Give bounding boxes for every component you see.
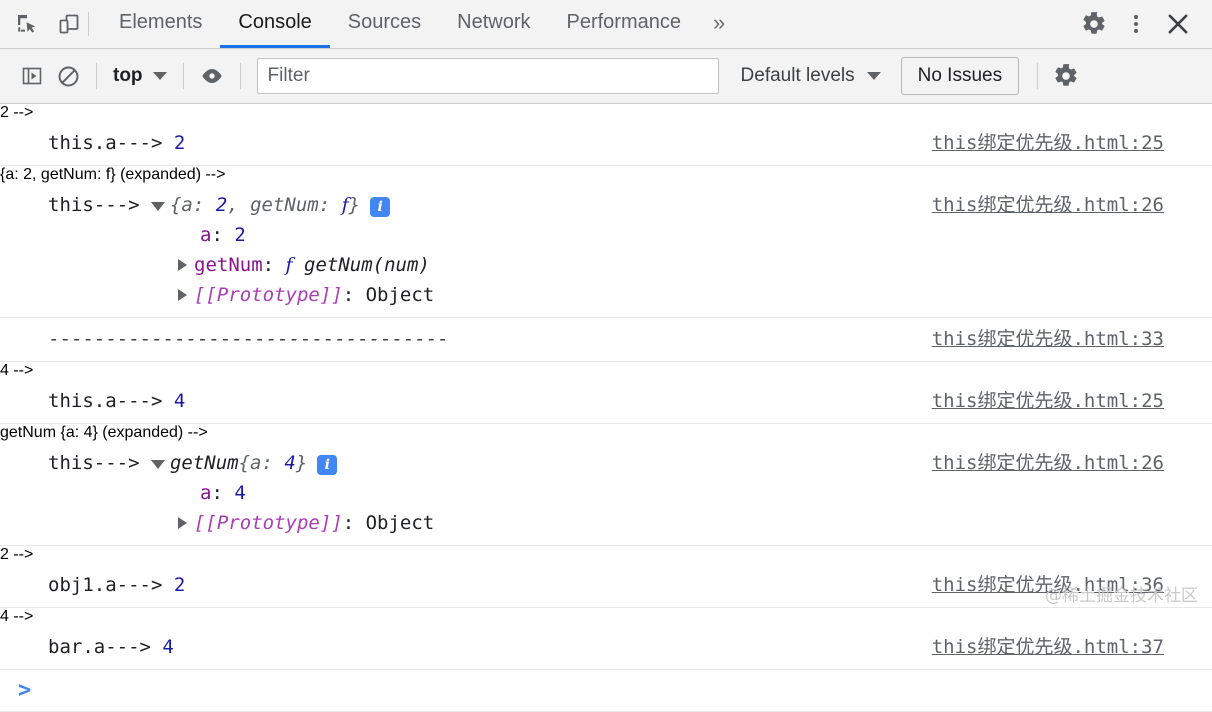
close-icon[interactable] — [1158, 4, 1198, 44]
preview-value: f — [342, 194, 349, 216]
console-sidebar-toggle-icon[interactable] — [14, 58, 50, 94]
expand-toggle-icon[interactable] — [151, 202, 165, 211]
message-value: 2 — [174, 132, 185, 154]
log-levels-selector[interactable]: Default levels — [741, 65, 881, 87]
console-message[interactable]: obj1.a---> 2 this绑定优先级.html:36 — [0, 564, 1212, 608]
device-toolbar-icon[interactable] — [56, 11, 82, 37]
more-options-icon[interactable] — [1116, 4, 1156, 44]
source-link[interactable]: this绑定优先级.html:33 — [932, 324, 1164, 354]
message-text: ----------------------------------- — [48, 328, 448, 350]
toolbar-divider-1 — [96, 63, 97, 89]
console-message[interactable]: ----------------------------------- this… — [0, 318, 1212, 362]
issues-label: No Issues — [918, 65, 1002, 87]
tab-sources[interactable]: Sources — [330, 0, 439, 48]
property-name: a — [200, 224, 211, 246]
message-text: this.a---> — [48, 132, 174, 154]
issues-button[interactable]: No Issues — [901, 57, 1019, 95]
message-text: obj1.a---> — [48, 574, 174, 596]
toolbar-divider-4 — [1037, 63, 1038, 89]
tab-network[interactable]: Network — [439, 0, 548, 48]
object-property-row[interactable]: [[Prototype]]: Object — [48, 280, 1212, 310]
property-name: [[Prototype]] — [194, 512, 343, 534]
console-toolbar: top Default levels No Issues — [0, 49, 1212, 104]
gear-icon[interactable] — [1074, 4, 1114, 44]
message-value: 2 — [174, 574, 185, 596]
object-property-row[interactable]: [[Prototype]]: Object — [48, 508, 1212, 538]
expand-toggle-icon[interactable] — [151, 460, 165, 469]
console-message-list: 2 --> this.a---> 2 this绑定优先级.html:25 {a:… — [0, 104, 1212, 712]
source-link[interactable]: this绑定优先级.html:26 — [932, 190, 1164, 220]
property-name: a — [200, 482, 211, 504]
info-badge-icon[interactable]: i — [370, 197, 390, 217]
message-value: 4 — [174, 390, 185, 412]
preview-value: 2 — [216, 194, 227, 216]
property-name: [[Prototype]] — [194, 284, 343, 306]
message-text: this.a---> — [48, 390, 174, 412]
info-badge-icon[interactable]: i — [317, 455, 337, 475]
message-text: bar.a---> — [48, 636, 162, 658]
live-expression-eye-icon[interactable] — [194, 58, 230, 94]
object-property-row[interactable]: getNum: f getNum(num) — [48, 250, 1212, 280]
tab-performance[interactable]: Performance — [549, 0, 700, 48]
console-message[interactable]: this.a---> 2 this绑定优先级.html:25 — [0, 122, 1212, 166]
message-label: this---> — [48, 190, 151, 220]
execution-context-selector[interactable]: top — [107, 65, 173, 87]
watermark: @稀土掘金技术社区 — [1045, 581, 1198, 606]
toolbar-divider-3 — [240, 63, 241, 89]
message-label: this---> — [48, 448, 151, 478]
source-link[interactable]: this绑定优先级.html:37 — [932, 632, 1164, 662]
filter-input[interactable] — [257, 58, 719, 94]
execution-context-label: top — [113, 65, 143, 87]
object-constructor-name: getNum — [170, 448, 239, 478]
console-message[interactable]: this绑定优先级.html:26 this---> getNum {a: 4}… — [0, 442, 1212, 546]
devtools-tabbar: Elements Console Sources Network Perform… — [0, 0, 1212, 49]
console-message[interactable]: this.a---> 4 this绑定优先级.html:25 — [0, 380, 1212, 424]
property-value: 2 — [234, 224, 245, 246]
object-property-row: a: 4 — [48, 478, 1212, 508]
preview-key: a — [181, 194, 192, 216]
console-message[interactable]: bar.a---> 4 this绑定优先级.html:37 — [0, 626, 1212, 670]
chevron-down-icon — [867, 72, 881, 80]
object-preview: {a: 2, getNum: f} — [170, 190, 360, 220]
preview-key: a — [250, 452, 261, 474]
inspect-element-icon[interactable] — [14, 11, 40, 37]
source-link[interactable]: this绑定优先级.html:25 — [932, 386, 1164, 416]
object-preview: {a: 4} — [239, 448, 308, 478]
log-levels-label: Default levels — [741, 65, 855, 87]
console-settings-gear-icon[interactable] — [1048, 58, 1084, 94]
message-value: 4 — [162, 636, 173, 658]
tab-console[interactable]: Console — [220, 0, 329, 48]
tab-elements[interactable]: Elements — [101, 0, 220, 48]
preview-value: 4 — [284, 452, 295, 474]
property-value: 4 — [234, 482, 245, 504]
tabbar-divider — [88, 12, 89, 36]
property-value: Object — [366, 284, 435, 306]
prompt-caret-icon: > — [18, 678, 31, 703]
chevron-down-icon — [153, 72, 167, 80]
tabbar-right-icons — [1051, 0, 1212, 48]
clear-console-icon[interactable] — [50, 58, 86, 94]
property-name: getNum — [194, 254, 263, 276]
expand-toggle-icon[interactable] — [178, 259, 187, 271]
toolbar-divider-2 — [183, 63, 184, 89]
console-prompt[interactable]: > — [0, 670, 1212, 712]
property-value: Object — [366, 512, 435, 534]
source-link[interactable]: this绑定优先级.html:25 — [932, 128, 1164, 158]
console-message[interactable]: this绑定优先级.html:26 this---> {a: 2, getNum… — [0, 184, 1212, 318]
source-link[interactable]: this绑定优先级.html:26 — [932, 448, 1164, 478]
expand-toggle-icon[interactable] — [178, 517, 187, 529]
preview-key: getNum — [250, 194, 319, 216]
panel-tabs: Elements Console Sources Network Perform… — [101, 0, 739, 48]
object-property-row: a: 2 — [48, 220, 1212, 250]
property-value: getNum(num) — [304, 254, 430, 276]
expand-toggle-icon[interactable] — [178, 289, 187, 301]
tabbar-left-icons — [0, 0, 88, 48]
more-tabs-icon[interactable]: » — [699, 0, 739, 48]
